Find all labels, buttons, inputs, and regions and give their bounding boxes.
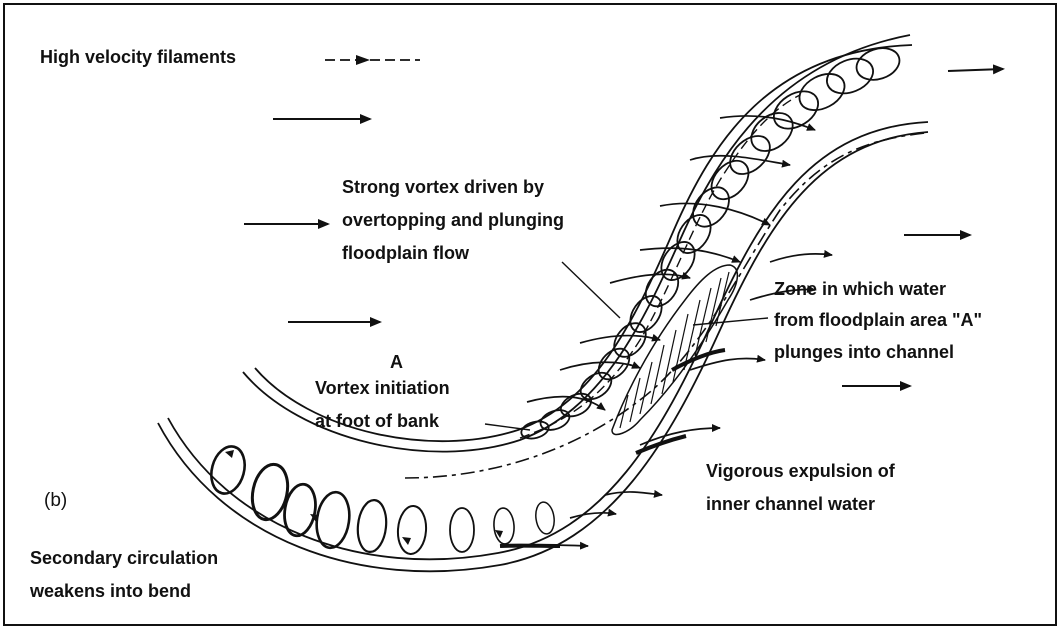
zone-label-3: plunges into channel — [774, 342, 954, 362]
panel-label: (b) — [44, 490, 67, 511]
inner-dashed-line — [520, 95, 800, 438]
secondary-label-2: weakens into bend — [29, 581, 191, 601]
expulsion-label-1: Vigorous expulsion of — [706, 461, 896, 481]
expulsion-label-2: inner channel water — [706, 494, 875, 514]
vortex-initiation-label-2: at foot of bank — [315, 411, 440, 431]
secondary-label-1: Secondary circulation — [30, 548, 218, 568]
strong-vortex-label-2: overtopping and plunging — [342, 210, 564, 230]
point-a-label: A — [390, 352, 403, 372]
strong-vortex-label-3: floodplain flow — [342, 243, 470, 263]
strong-vortex-coils — [519, 43, 903, 441]
high-velocity-label: High velocity filaments — [40, 47, 236, 67]
secondary-circulation-loops — [206, 443, 556, 555]
strong-vortex-label-1: Strong vortex driven by — [342, 177, 544, 197]
right-flow-arrows — [842, 69, 1003, 386]
flow-arrow — [948, 69, 1003, 71]
legend-filament-arrow — [325, 55, 420, 65]
zone-label-2: from floodplain area "A" — [774, 310, 982, 330]
vortex-initiation-label-1: Vortex initiation — [315, 378, 450, 398]
zone-label-1: Zone in which water — [774, 279, 946, 299]
crossing-arrows — [500, 116, 832, 546]
